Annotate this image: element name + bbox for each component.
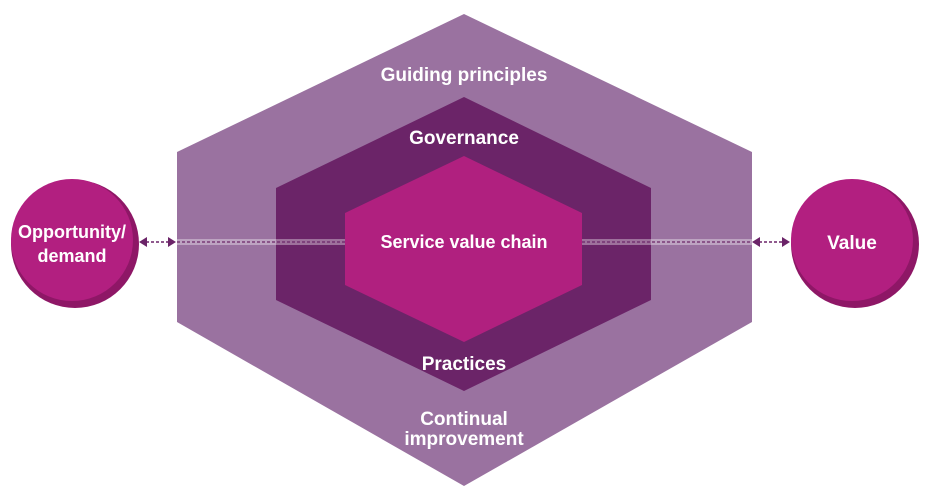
inner-hexagon [345, 156, 582, 342]
opportunity-label-line1: Opportunity/ [18, 222, 126, 242]
opportunity-circle [11, 179, 139, 308]
value-circle [791, 179, 919, 308]
continual-improvement-label-line2: improvement [404, 429, 524, 450]
service-value-chain-label: Service value chain [380, 232, 547, 252]
right-connector-arrow [752, 237, 790, 247]
value-label: Value [827, 233, 877, 254]
guiding-principles-label: Guiding principles [381, 65, 548, 86]
governance-label: Governance [409, 128, 519, 149]
left-connector-arrow [139, 237, 176, 247]
opportunity-label-line2: demand [37, 246, 106, 266]
practices-label: Practices [422, 354, 507, 375]
continual-improvement-label-line1: Continual [420, 409, 508, 430]
